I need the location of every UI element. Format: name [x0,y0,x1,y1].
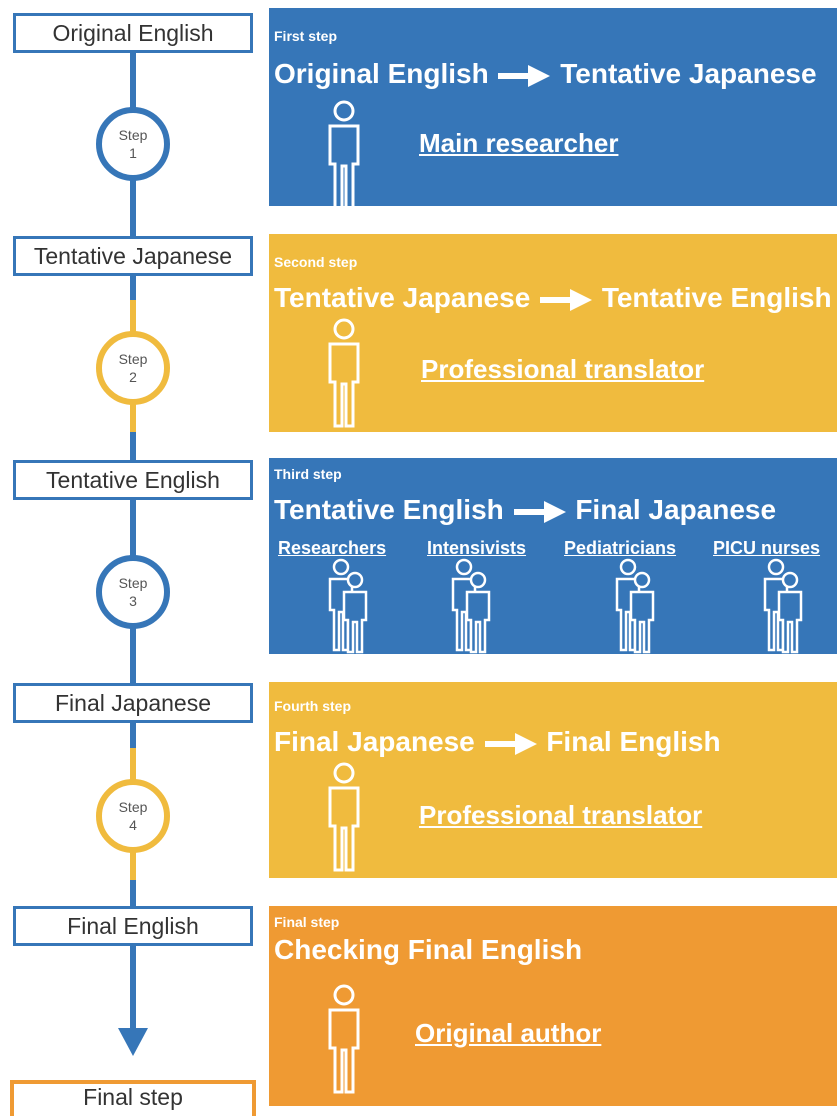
step-word: Step [118,127,148,143]
panel-tag: First step [274,28,338,44]
step-circle-1: Step 1 [96,107,170,181]
group-label-picu-nurses: PICU nurses [713,538,821,558]
person-icon [324,984,364,1099]
panel-tag: Final step [274,914,340,930]
panel-title: Checking Final English [274,934,583,965]
from-label: Final Japanese [274,726,475,757]
from-label: Tentative English [274,494,504,525]
stage-final-japanese: Final Japanese [13,683,253,723]
group-icon [449,558,495,659]
step-word: Step [118,351,148,367]
step-number: 3 [129,593,137,609]
right-arrow-icon [484,732,537,755]
panel-title: Tentative English Final Japanese [274,494,776,526]
right-arrow-icon [540,288,593,311]
step-word: Step [118,575,148,591]
step-number: 2 [129,369,137,385]
step-number: 4 [129,817,137,833]
panel-tag: Fourth step [274,698,351,714]
stage-final-english: Final English [13,906,253,946]
step-circle-3: Step 3 [96,555,170,629]
to-label: Tentative English [601,282,832,313]
person-icon [324,762,364,877]
panel-fourth-step: Fourth step Final Japanese Final English… [269,682,837,878]
panel-title: Final Japanese Final English [274,726,721,758]
panel-title: Tentative Japanese Tentative English [274,282,832,314]
group-label-pediatricians: Pediatricians [564,538,677,558]
step-circle-4: Step 4 [96,779,170,853]
panel-second-step: Second step Tentative Japanese Tentative… [269,234,837,432]
right-arrow-icon [513,500,566,523]
group-icon [761,558,807,659]
group-label-intensivists: Intensivists [427,538,527,558]
to-label: Final English [546,726,721,757]
group-icon [613,558,659,659]
group-icon [326,558,372,659]
person-icon [324,318,364,433]
to-label: Tentative Japanese [560,58,817,89]
panel-tag: Second step [274,254,358,270]
person-label: Professional translator [419,800,703,830]
group-label-researchers: Researchers [278,538,387,558]
from-label: Original English [274,58,489,89]
panel-tag: Third step [274,466,342,482]
panel-final-step: Final step Checking Final English Origin… [269,906,837,1106]
person-icon [324,100,364,215]
to-label: Final Japanese [575,494,777,525]
down-arrow-icon [118,1028,148,1056]
person-label: Main researcher [419,128,619,158]
panel-first-step: First step Original English Tentative Ja… [269,8,837,210]
stage-tentative-english: Tentative English [13,460,253,500]
stage-tentative-japanese: Tentative Japanese [13,236,253,276]
stage-final-step: Final step [10,1080,256,1116]
panel-title: Original English Tentative Japanese [274,58,817,90]
step-number: 1 [129,145,137,161]
stage-original-english: Original English [13,13,253,53]
step-word: Step [118,799,148,815]
step-circle-2: Step 2 [96,331,170,405]
person-label: Original author [415,1018,602,1048]
person-label: Professional translator [421,354,705,384]
from-label: Tentative Japanese [274,282,531,313]
right-arrow-icon [498,64,551,87]
panel-third-step: Third step Tentative English Final Japan… [269,458,837,654]
